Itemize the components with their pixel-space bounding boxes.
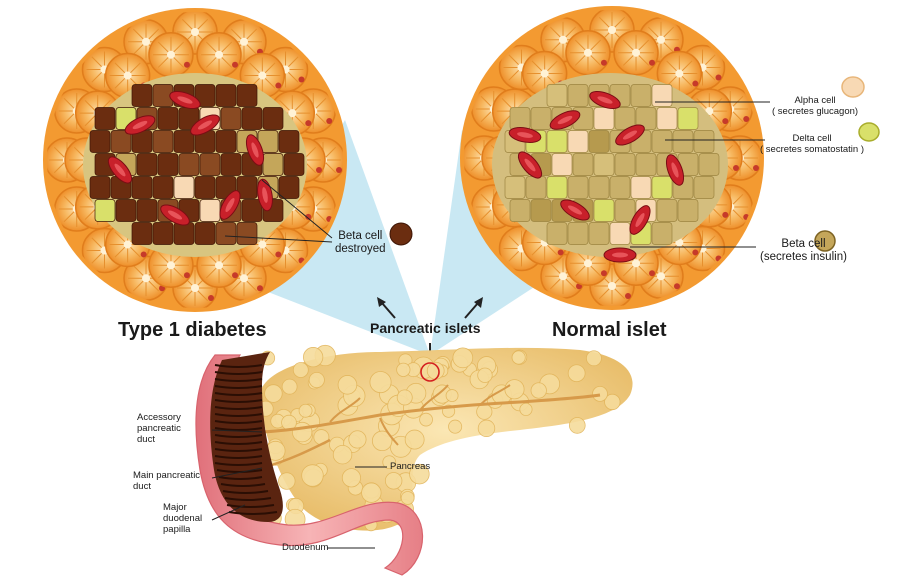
label-papilla-line1: Major [163, 502, 187, 513]
accessory-duct-pointer [211, 429, 263, 433]
label-papilla-line2: duodenal [163, 513, 203, 524]
label-main-duct-line2: duct [133, 481, 151, 492]
pancreas [257, 344, 633, 532]
label-accessory-line2: pancreatic [137, 423, 181, 434]
label-main-duct: Main pancreatic duct [133, 470, 200, 492]
title-type1-diabetes: Type 1 diabetes [118, 319, 267, 341]
label-accessory-line3: duct [137, 434, 155, 445]
label-papilla-line3: papilla [163, 524, 191, 535]
label-duodenum: Duodenum [282, 542, 329, 553]
duodenum-folds [214, 364, 278, 515]
destroyed-pointer-2 [224, 235, 333, 243]
label-beta-cell: Beta cell (secretes insulin) [760, 238, 847, 264]
destroyed-beta-cell-legend-icon [389, 222, 413, 246]
label-delta-cell: Delta cell ( secretes somatostatin ) [760, 133, 864, 155]
label-beta-cell-name: Beta cell [781, 238, 826, 250]
label-pancreas: Pancreas [390, 461, 431, 472]
label-accessory-duct: Accessory pancreatic duct [137, 412, 181, 445]
papilla-pointer [211, 504, 246, 521]
duodenum [195, 352, 424, 576]
zoom-cone-left [250, 120, 430, 355]
islet-type1-diabetes [43, 8, 347, 312]
islet-cells-destroyed [89, 84, 305, 245]
label-alpha-cell-desc: ( secretes glucagon) [772, 106, 859, 117]
islet-cells-normal [504, 84, 720, 263]
islet-marker-circle [420, 362, 440, 382]
label-alpha-cell: Alpha cell ( secretes glucagon) [772, 95, 858, 117]
label-delta-cell-name: Delta cell [792, 133, 832, 144]
alpha-cell-legend-icon [841, 76, 865, 98]
label-main-duct-line1: Main pancreatic [133, 470, 201, 481]
delta-cell-legend-icon [858, 122, 880, 142]
label-beta-cell-destroyed: Beta cell destroyed [335, 230, 386, 256]
islet-normal [460, 6, 764, 310]
beta-cell-legend-icon [814, 230, 836, 252]
main-duct-pointer [211, 467, 263, 479]
label-destroyed-desc: destroyed [335, 243, 386, 255]
label-beta-cell-desc: (secretes insulin) [760, 251, 847, 263]
destroyed-pointer-1 [261, 179, 333, 239]
main-pancreatic-duct [261, 393, 601, 434]
label-accessory-line1: Accessory [137, 412, 181, 423]
title-normal-islet: Normal islet [552, 319, 667, 341]
label-papilla: Major duodenal papilla [163, 502, 202, 535]
label-alpha-cell-name: Alpha cell [794, 95, 836, 106]
pancreas-lobules [257, 344, 621, 532]
label-delta-cell-desc: ( secretes somatostatin ) [760, 144, 865, 155]
label-destroyed-name: Beta cell [338, 230, 383, 242]
title-pancreatic-islets: Pancreatic islets [370, 320, 481, 336]
